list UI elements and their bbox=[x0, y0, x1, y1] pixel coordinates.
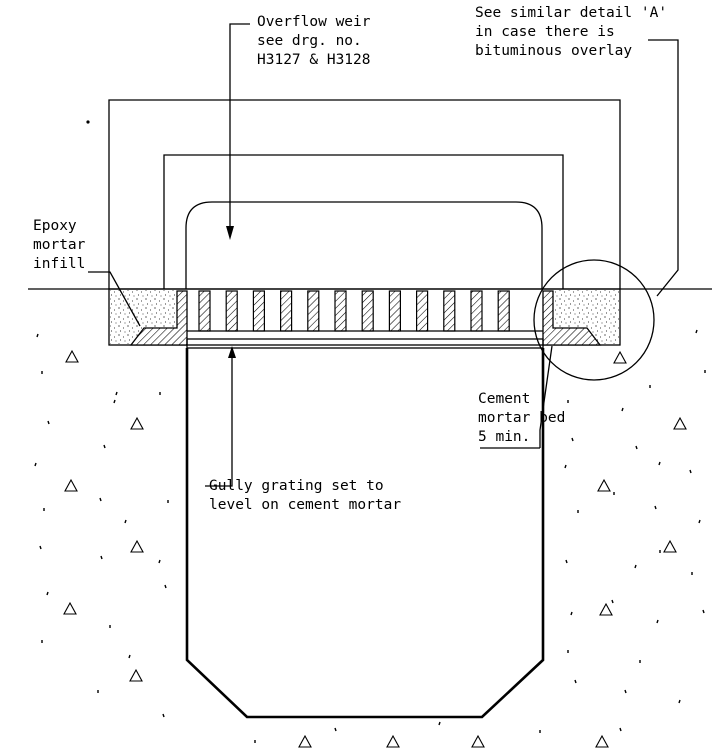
label-similar-detail: See similar detail 'A' in case there is … bbox=[475, 5, 676, 59]
grating-bar bbox=[252, 290, 265, 332]
grating-bar bbox=[280, 290, 293, 332]
aggregate-tick bbox=[36, 333, 39, 338]
aggregate-triangle bbox=[595, 734, 609, 748]
grating-bar bbox=[470, 290, 483, 332]
aggregate-triangle bbox=[597, 478, 611, 492]
leader-cement-bed bbox=[539, 345, 553, 448]
label-epoxy-infill: Epoxy mortar infill bbox=[33, 218, 94, 272]
aggregate-tick bbox=[103, 444, 106, 449]
aggregate-tick bbox=[164, 584, 167, 589]
grating-bar bbox=[198, 290, 211, 332]
aggregate-tick bbox=[698, 519, 701, 524]
aggregate-tick bbox=[571, 437, 574, 442]
aggregate-tick bbox=[113, 399, 116, 404]
grating-bars bbox=[198, 290, 510, 332]
grating-bar bbox=[307, 290, 320, 332]
label-cement-mortar-bed: Cement mortar bed 5 min. bbox=[478, 391, 574, 445]
aggregate-tick bbox=[695, 329, 698, 334]
aggregate-tick bbox=[678, 699, 681, 704]
aggregate-tick bbox=[611, 599, 614, 604]
aggregate-tick bbox=[570, 611, 573, 616]
soil-aggregate-texture bbox=[34, 329, 706, 748]
stray-dot bbox=[86, 120, 90, 124]
aggregate-tick bbox=[689, 469, 692, 474]
aggregate-tick bbox=[158, 559, 161, 564]
aggregate-tick bbox=[654, 505, 657, 510]
leader-epoxy bbox=[88, 271, 141, 327]
aggregate-triangle bbox=[673, 416, 687, 430]
aggregate-tick bbox=[39, 545, 42, 550]
aggregate-tick bbox=[124, 519, 127, 524]
aggregate-tick bbox=[99, 497, 102, 502]
aggregate-tick bbox=[656, 619, 659, 624]
aggregate-tick bbox=[574, 679, 577, 684]
label-overflow-weir: Overflow weir see drg. no. H3127 & H3128 bbox=[257, 14, 379, 68]
aggregate-tick bbox=[624, 689, 627, 694]
concrete-surround bbox=[108, 288, 621, 346]
aggregate-triangle bbox=[298, 734, 312, 748]
grating-bar bbox=[497, 290, 510, 332]
aggregate-tick bbox=[162, 713, 165, 718]
aggregate-tick bbox=[619, 727, 622, 732]
aggregate-triangle bbox=[63, 601, 77, 615]
aggregate-tick bbox=[100, 555, 103, 560]
aggregate-tick bbox=[635, 445, 638, 450]
weir-outer-frame bbox=[108, 99, 621, 289]
aggregate-tick bbox=[634, 564, 637, 569]
angle-frame-left bbox=[129, 290, 188, 346]
aggregate-triangle bbox=[130, 416, 144, 430]
aggregate-tick bbox=[47, 420, 50, 425]
leader-overflow-weir-arrow bbox=[226, 226, 234, 240]
cement-mortar-bed bbox=[186, 338, 544, 349]
aggregate-tick bbox=[702, 609, 705, 614]
aggregate-triangle bbox=[64, 478, 78, 492]
weir-inner-frame bbox=[163, 154, 564, 289]
grating-bar bbox=[225, 290, 238, 332]
aggregate-tick bbox=[334, 727, 337, 732]
aggregate-triangle bbox=[130, 539, 144, 553]
leader-gully-grating-arrow bbox=[228, 346, 236, 358]
aggregate-tick bbox=[115, 391, 118, 396]
aggregate-triangle bbox=[663, 539, 677, 553]
leader-gully-grating bbox=[205, 350, 233, 487]
aggregate-triangle bbox=[471, 734, 485, 748]
weir-opening bbox=[185, 201, 543, 289]
aggregate-tick bbox=[564, 464, 567, 469]
aggregate-triangle bbox=[386, 734, 400, 748]
grating-bar bbox=[416, 290, 429, 332]
aggregate-triangle bbox=[129, 668, 143, 682]
aggregate-triangle bbox=[613, 350, 627, 364]
aggregate-triangle bbox=[599, 602, 613, 616]
grating-bar bbox=[443, 290, 456, 332]
aggregate-tick bbox=[34, 462, 37, 467]
leader-detail-a bbox=[648, 39, 679, 297]
aggregate-tick bbox=[438, 721, 441, 726]
aggregate-tick bbox=[46, 591, 49, 596]
grating-bar bbox=[334, 290, 347, 332]
detail-a-circle bbox=[533, 259, 655, 381]
label-gully-grating: Gully grating set to level on cement mor… bbox=[209, 478, 401, 513]
aggregate-triangle bbox=[65, 349, 79, 363]
aggregate-tick bbox=[565, 559, 568, 564]
aggregate-tick bbox=[621, 407, 624, 412]
aggregate-tick bbox=[128, 654, 131, 659]
leader-overflow-weir bbox=[229, 23, 250, 236]
gully-pit-body bbox=[185, 348, 545, 719]
grating-bar bbox=[388, 290, 401, 332]
grating-bar bbox=[361, 290, 374, 332]
aggregate-tick bbox=[658, 461, 661, 466]
